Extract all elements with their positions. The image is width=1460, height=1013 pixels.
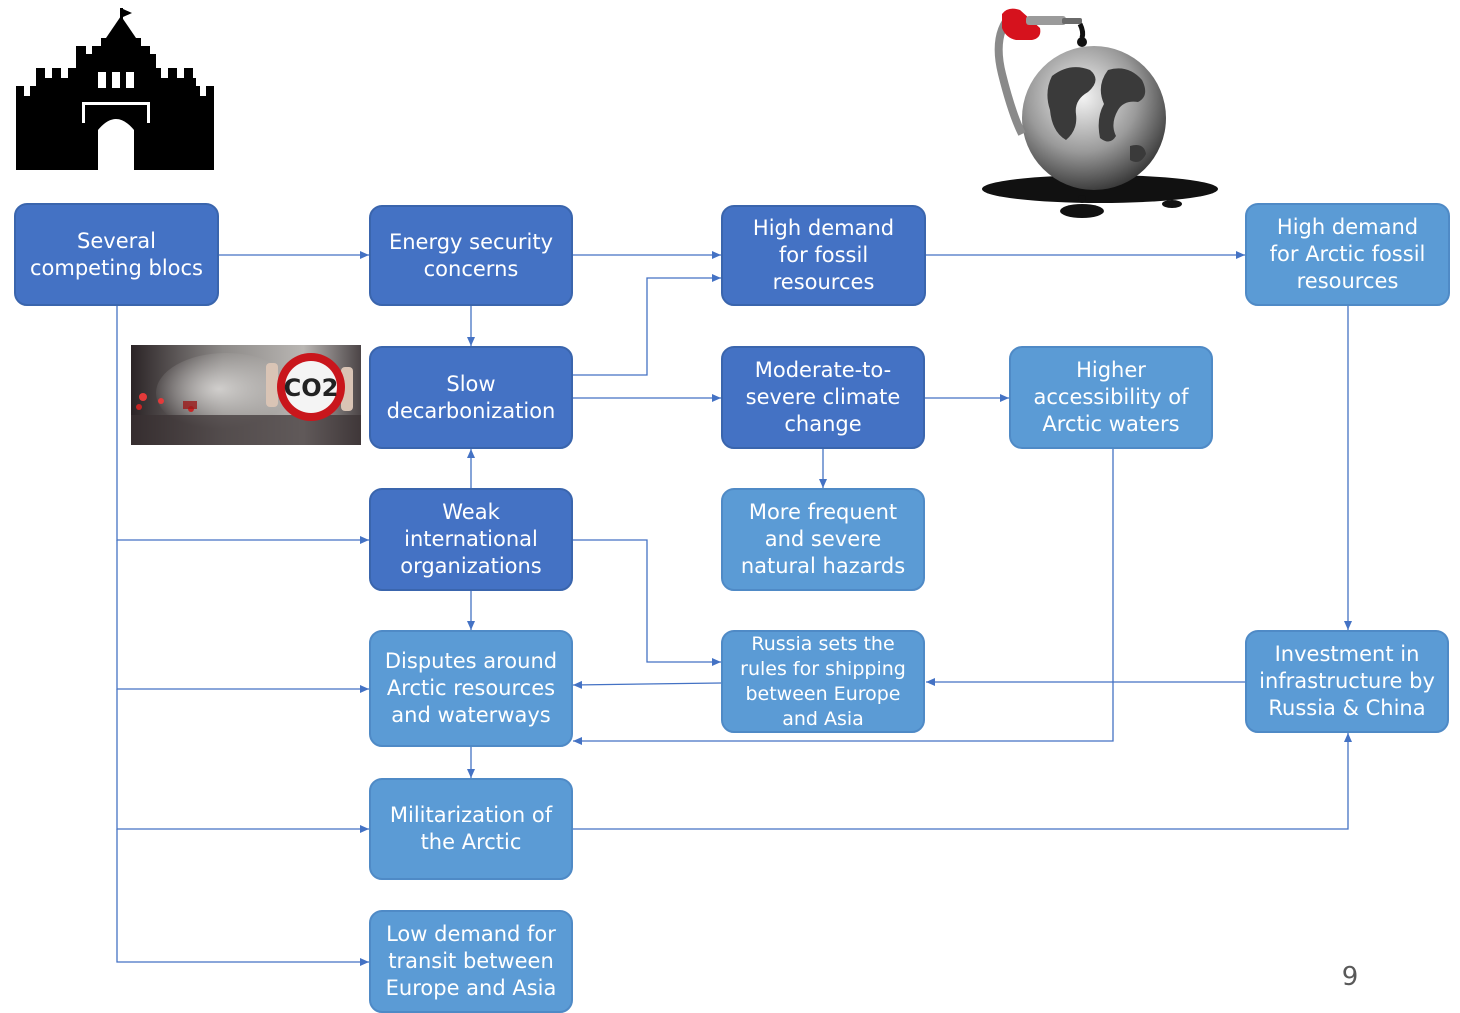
node-disputes-arctic: Disputes around Arctic resources and wat… — [369, 630, 573, 747]
node-high-demand-arctic-fossil: High demand for Arctic fossil resources — [1245, 203, 1450, 306]
co2-sign-label: CO2 — [284, 374, 339, 402]
node-higher-accessibility: Higher accessibility of Arctic waters — [1009, 346, 1213, 449]
node-weak-international-orgs: Weak international organizations — [369, 488, 573, 591]
arrow-blocs-to-militarization — [116, 689, 369, 833]
node-russia-sets-rules: Russia sets the rules for shipping betwe… — [721, 630, 925, 733]
node-militarization-arctic: Militarization of the Arctic — [369, 778, 573, 880]
node-natural-hazards: More frequent and severe natural hazards — [721, 488, 925, 591]
node-low-demand-transit: Low demand for transit between Europe an… — [369, 910, 573, 1013]
co2-sign-photo: CO2 — [131, 345, 361, 445]
node-several-competing-blocs: Several competing blocs — [14, 203, 219, 306]
node-energy-security-concerns: Energy security concerns — [369, 205, 573, 306]
node-high-demand-fossil: High demand for fossil resources — [721, 205, 926, 306]
node-climate-change: Moderate-to- severe climate change — [721, 346, 925, 449]
oil-pump-globe-icon — [982, 8, 1218, 218]
page-number: 9 — [1341, 962, 1359, 992]
node-investment-infrastructure: Investment in infrastructure by Russia &… — [1245, 630, 1449, 733]
arrow-blocs-to-low-demand — [116, 829, 369, 966]
arrow-slow-decarb-to-high-demand — [573, 274, 721, 376]
arrow-accessibility-to-disputes — [573, 449, 1114, 745]
arrow-russia-rules-to-disputes — [572, 680, 722, 689]
arrow-militarization-to-investment — [573, 733, 1352, 830]
arrow-blocs-to-disputes — [116, 540, 369, 693]
node-slow-decarbonization: Slow decarbonization — [369, 346, 573, 449]
castle-icon — [16, 8, 214, 170]
arrow-weak-orgs-to-russia-rules — [573, 539, 721, 666]
